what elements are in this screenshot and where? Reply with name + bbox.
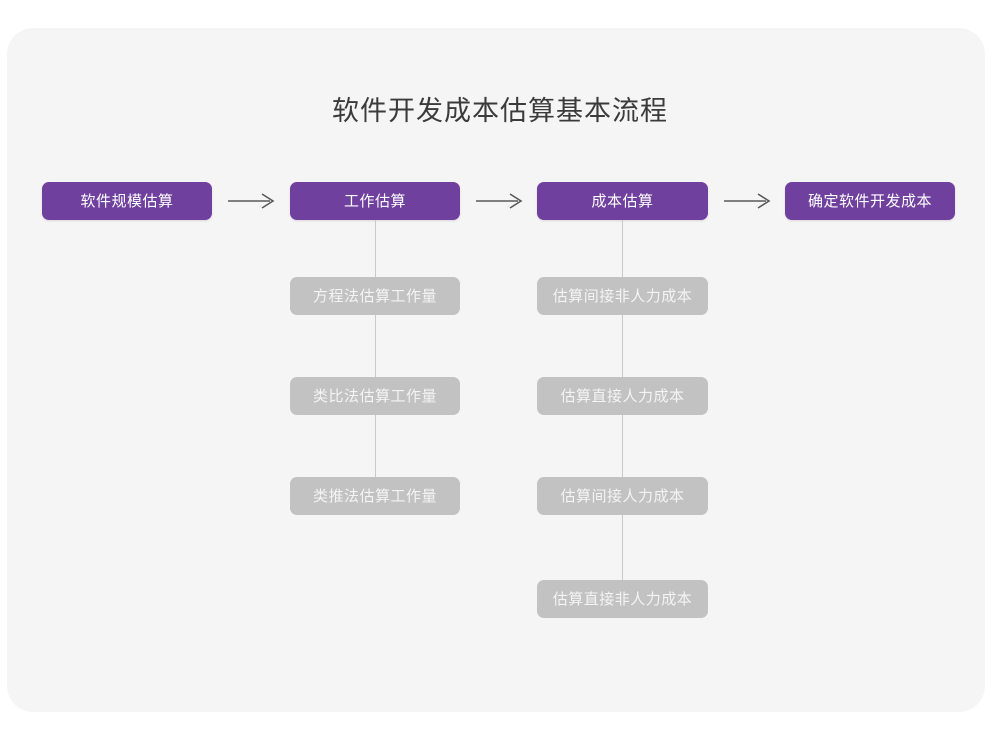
arrow-right-icon-1: [228, 189, 276, 213]
stage-node-cost-estimation[interactable]: 成本估算: [537, 182, 708, 220]
arrow-right-icon-3: [724, 189, 772, 213]
stage-node-determine-software-development-cost[interactable]: 确定软件开发成本: [785, 182, 955, 220]
arrow-right-icon-2: [476, 189, 524, 213]
connector-line-stage-2: [375, 220, 376, 515]
page-title: 软件开发成本估算基本流程: [332, 96, 668, 126]
connector-line-stage-3: [622, 220, 623, 617]
substep-node-equation-method-effort[interactable]: 方程法估算工作量: [290, 277, 460, 315]
substep-node-direct-nonlabor-cost[interactable]: 估算直接非人力成本: [537, 580, 708, 618]
stage-node-software-scale-estimation[interactable]: 软件规模估算: [42, 182, 212, 220]
stage-node-effort-estimation[interactable]: 工作估算: [290, 182, 460, 220]
substep-node-inference-method-effort[interactable]: 类推法估算工作量: [290, 477, 460, 515]
substep-node-direct-labor-cost[interactable]: 估算直接人力成本: [537, 377, 708, 415]
substep-node-indirect-labor-cost[interactable]: 估算间接人力成本: [537, 477, 708, 515]
content-card: [7, 28, 985, 712]
substep-node-indirect-nonlabor-cost[interactable]: 估算间接非人力成本: [537, 277, 708, 315]
substep-node-analogy-method-effort[interactable]: 类比法估算工作量: [290, 377, 460, 415]
